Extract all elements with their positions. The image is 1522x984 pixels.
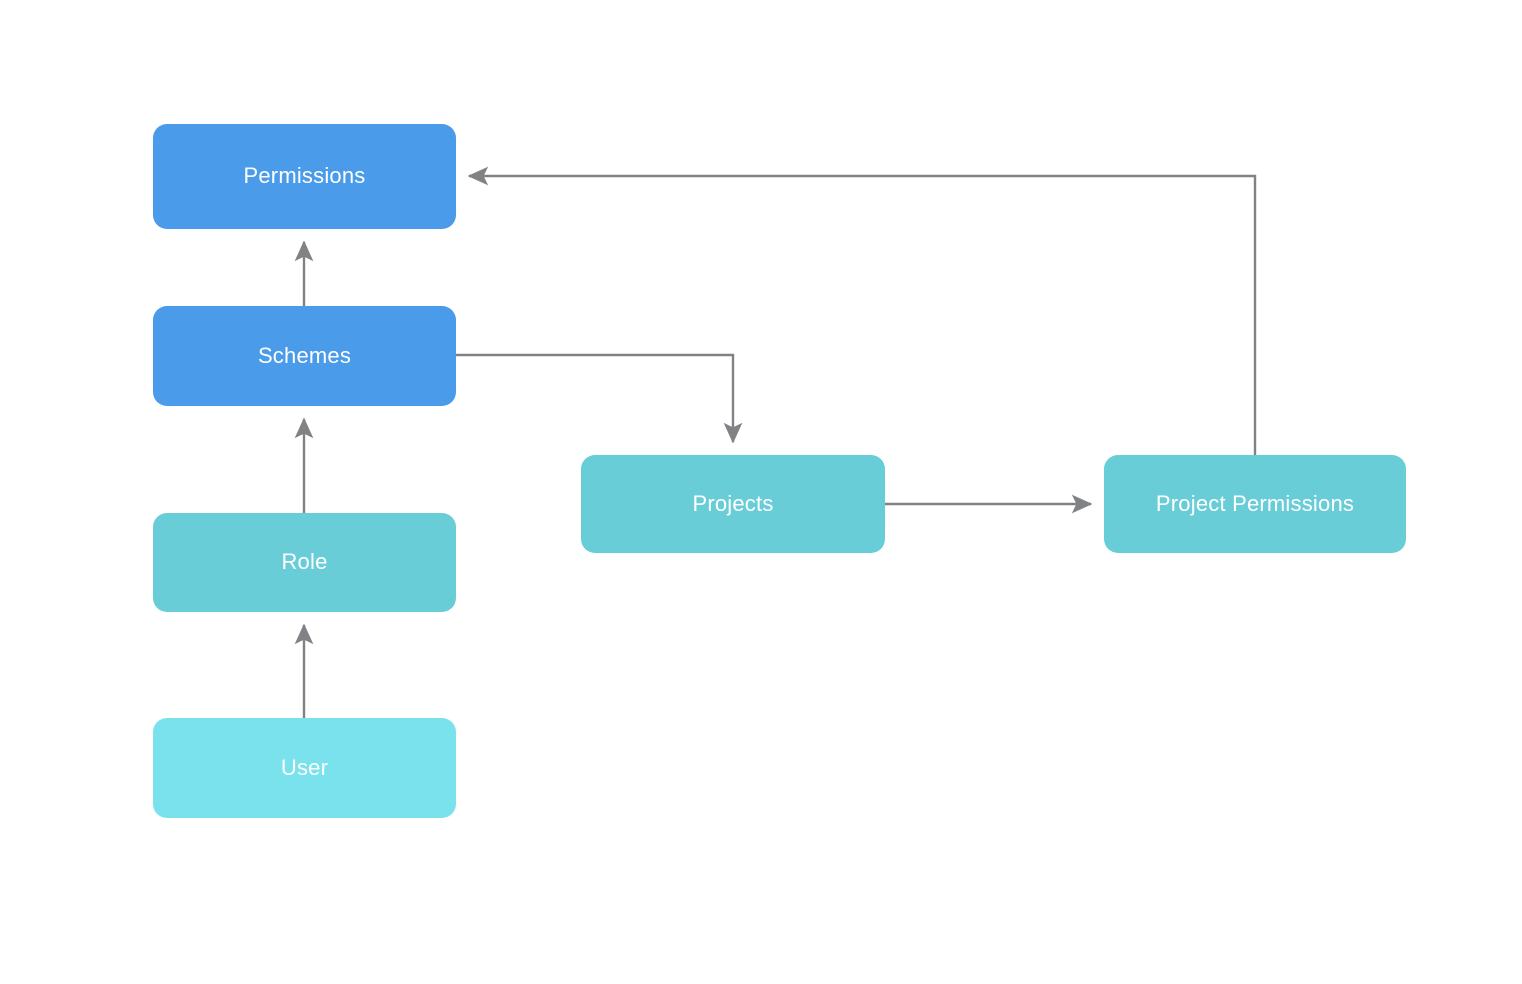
node-role[interactable]: Role <box>153 513 456 612</box>
node-role-label: Role <box>281 549 328 575</box>
node-permissions-label: Permissions <box>243 163 366 189</box>
node-user[interactable]: User <box>153 718 456 818</box>
edge-schemes-to-projects <box>456 353 743 444</box>
node-projects-label: Projects <box>692 490 774 516</box>
node-project-permissions-label: Project Permissions <box>1155 490 1355 516</box>
edge-project-permissions-to-permissions <box>467 166 1257 455</box>
node-schemes-label: Schemes <box>257 342 352 368</box>
node-projects[interactable]: Projects <box>581 455 885 553</box>
node-permissions[interactable]: Permissions <box>153 124 456 229</box>
node-project-permissions[interactable]: Project Permissions <box>1104 455 1406 553</box>
node-schemes[interactable]: Schemes <box>153 306 456 406</box>
node-user-label: User <box>280 754 329 780</box>
